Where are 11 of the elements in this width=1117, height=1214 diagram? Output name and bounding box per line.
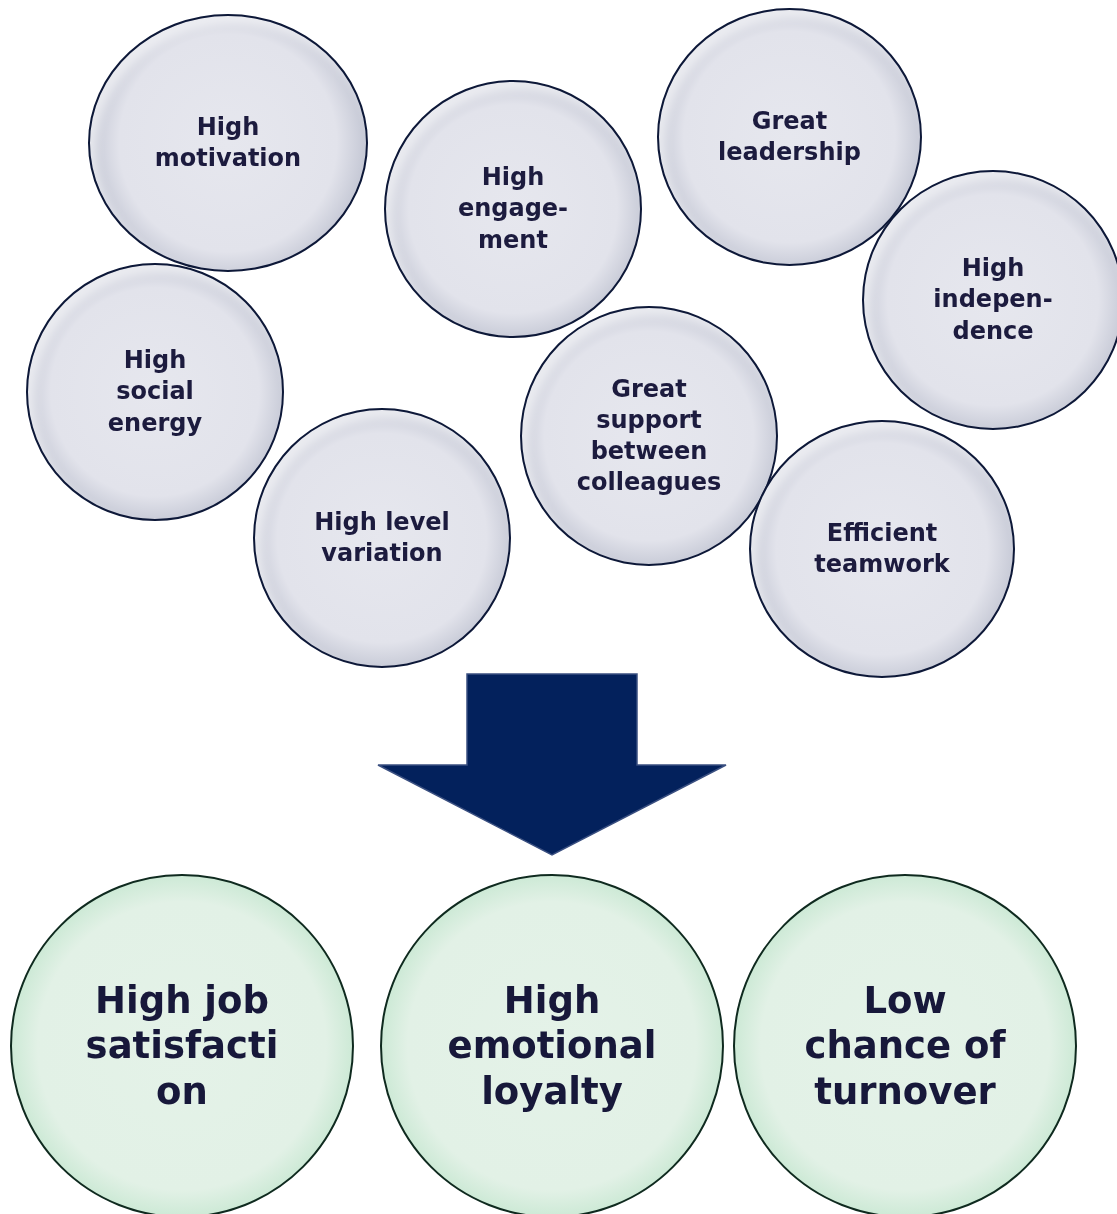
circle-label: Efficient teamwork	[813, 517, 951, 580]
circle-label: High job satisfacti on	[84, 978, 280, 1114]
circle-label: High motivation	[153, 111, 303, 174]
circle-label: High emotional loyalty	[446, 978, 658, 1114]
circle-label: Low chance of turnover	[803, 978, 1007, 1114]
circle-label: High indepen- dence	[932, 253, 1054, 347]
circle-label: High social energy	[106, 345, 204, 439]
circle-label: Great support between colleagues	[575, 373, 723, 499]
circle-label: High engage- ment	[456, 162, 570, 256]
circle-label: High level variation	[313, 506, 451, 569]
circle-label: Great leadership	[717, 105, 862, 168]
